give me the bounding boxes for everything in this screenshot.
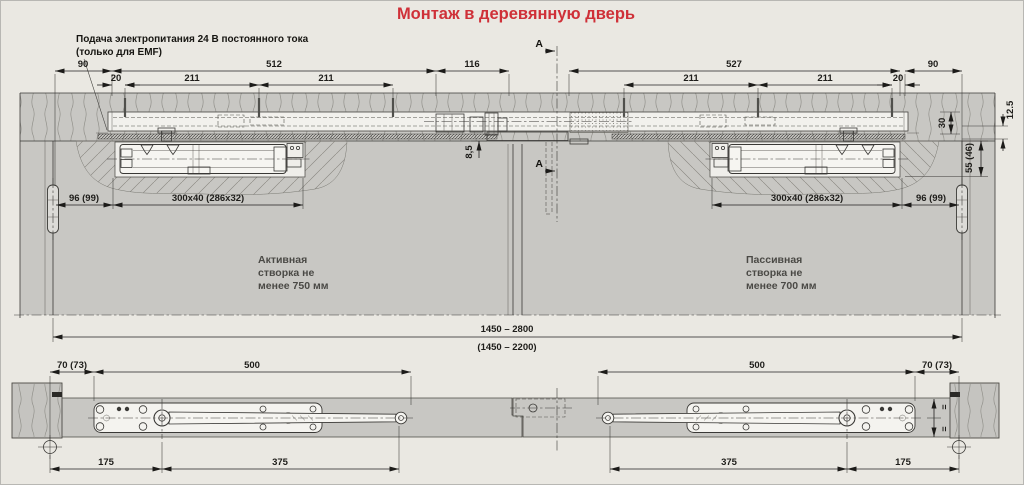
dim-211-d: 211 — [817, 73, 833, 84]
mounting-plate-left — [97, 133, 498, 140]
elevation-view — [14, 46, 1001, 318]
plan-jamb-right — [949, 382, 1000, 439]
dim-90-right: 90 — [928, 59, 939, 70]
dim-70-right: 70 (73) — [922, 360, 952, 371]
active-leaf-line2: створка не — [258, 267, 314, 279]
dim-pocket-left: 300x40 (286x32) — [172, 193, 244, 204]
section-marks: A A — [535, 38, 555, 174]
rail-screws — [123, 98, 894, 117]
plan-dimensions: 70 (73) 500 500 70 (73) 175 375 375 175 … — [49, 360, 960, 473]
leaf-labels: Активная створка не менее 750 мм Пассивн… — [258, 254, 817, 292]
mounting-plate-right — [611, 133, 906, 140]
dim-211-c: 211 — [683, 73, 699, 84]
plan-jamb-left — [11, 382, 63, 439]
dim-20-left: 20 — [111, 73, 122, 84]
dim-500-left: 500 — [244, 360, 260, 371]
dim-500-right: 500 — [749, 360, 765, 371]
dim-175-left: 175 — [98, 457, 115, 468]
active-leaf-line3: менее 750 мм — [258, 280, 329, 292]
dim-70-left: 70 (73) — [57, 360, 87, 371]
dim-512: 512 — [266, 59, 282, 70]
annotation-line2: (только для EMF) — [76, 47, 162, 58]
plan-view — [11, 382, 1000, 459]
page-title: Монтаж в деревянную дверь — [397, 5, 635, 23]
annotation-line1: Подача электропитания 24 В постоянного т… — [76, 34, 309, 45]
dim-overall: 1450 – 2800 — [481, 324, 534, 335]
dim-175-right: 175 — [895, 457, 912, 468]
dim-375-right: 375 — [721, 457, 738, 468]
dim-211-a: 211 — [184, 73, 200, 84]
dim-96-right: 96 (99) — [916, 193, 946, 204]
dim-12-5: 12.5 — [1005, 100, 1016, 119]
dim-20-right: 20 — [893, 73, 904, 84]
dim-30: 30 — [937, 118, 948, 129]
dim-116: 116 — [464, 59, 479, 70]
passive-leaf-line1: Пассивная — [746, 254, 802, 266]
dim-375-left: 375 — [272, 457, 289, 468]
equal-mark-top: = — [939, 404, 949, 409]
dim-overall-alt: (1450 – 2200) — [477, 342, 536, 353]
coordinator-unit — [424, 112, 634, 215]
elevation-dimensions: 90 512 116 527 90 20 211 211 211 211 20 … — [52, 59, 1016, 353]
section-mark-top: A — [535, 38, 543, 50]
passive-leaf-line2: створка не — [746, 267, 802, 279]
dim-211-b: 211 — [318, 73, 334, 84]
dim-8-5: 8,5 — [464, 145, 475, 159]
dim-pocket-right: 300x40 (286x32) — [771, 193, 843, 204]
dim-96-left: 96 (99) — [69, 193, 99, 204]
passive-leaf-line3: менее 700 мм — [746, 280, 817, 292]
plan-coordinator — [510, 388, 572, 452]
dim-527: 527 — [726, 59, 742, 70]
dim-90-left: 90 — [78, 59, 89, 70]
dim-55-46: 55 (46) — [964, 143, 975, 173]
equal-mark-bottom: = — [939, 426, 949, 431]
active-leaf-line1: Активная — [258, 254, 307, 266]
section-mark-bottom: A — [535, 158, 543, 170]
